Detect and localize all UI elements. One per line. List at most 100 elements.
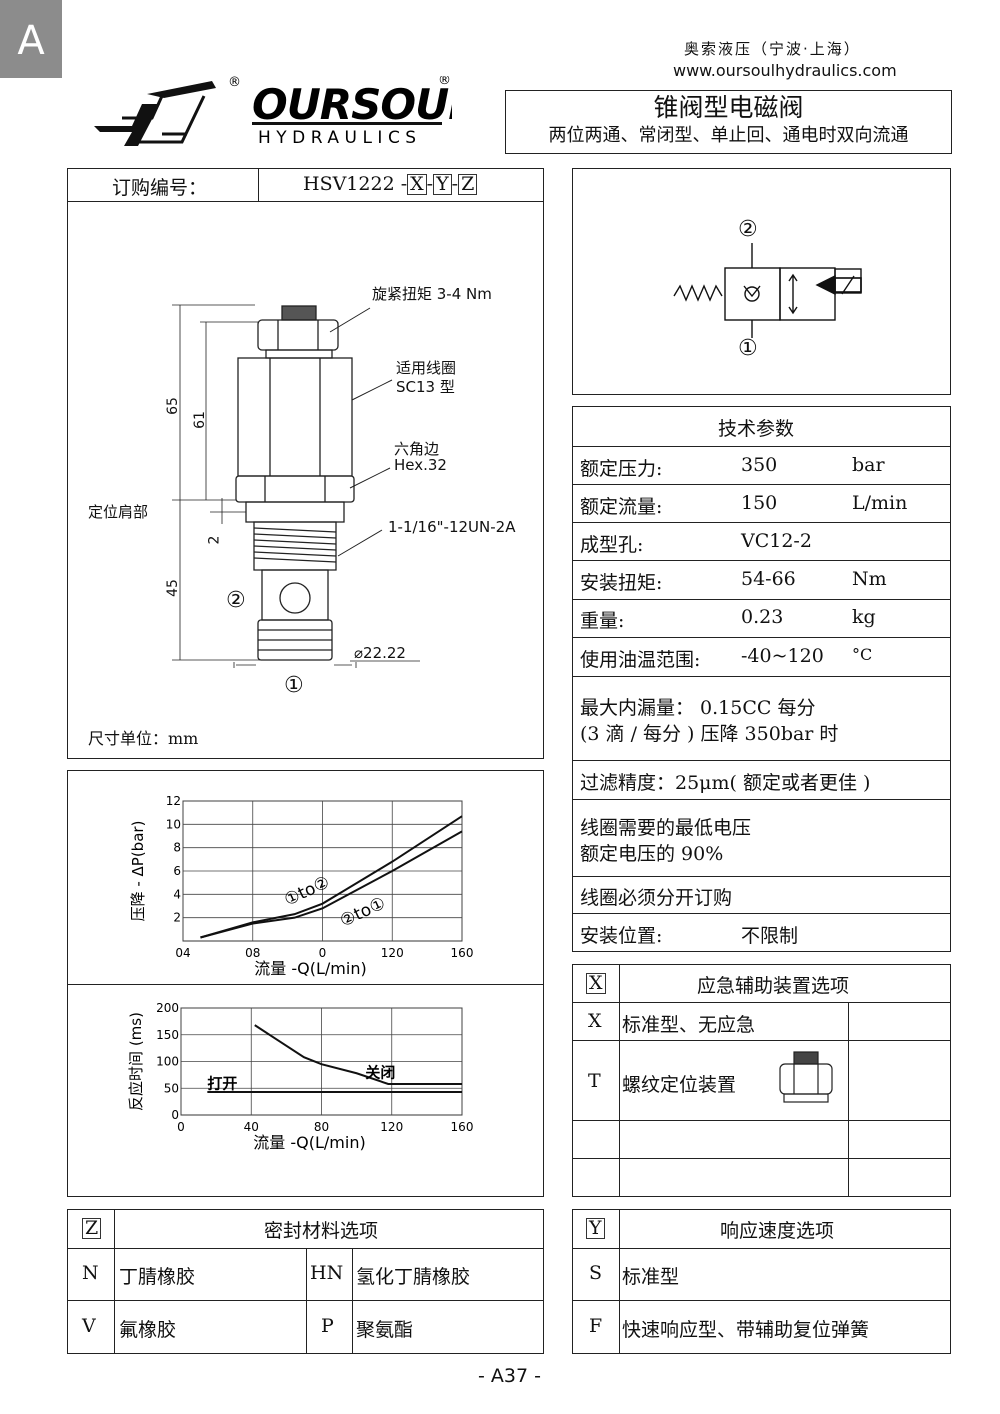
seal-code: V — [82, 1315, 96, 1337]
y-tick-label: 2 — [173, 911, 181, 925]
product-subtitle: 两位两通、常闭型、单止回、通电时双向流通 — [548, 125, 909, 146]
port-1-label: ① — [284, 673, 304, 698]
param-value: 0.23 — [741, 606, 784, 628]
seal-code: HN — [310, 1262, 344, 1284]
option-z-box: Z — [458, 174, 478, 195]
param-label: 安装位置: — [580, 925, 663, 947]
thread-note: 1-1/16"-12UN-2A — [388, 518, 516, 536]
y-tick-label: 10 — [166, 817, 181, 831]
seal-options-title: 密封材料选项 — [264, 1220, 379, 1242]
y-axis-label: 压降 - ΔP(bar) — [129, 821, 147, 922]
company-website[interactable]: www.oursoulhydraulics.com — [673, 61, 897, 80]
response-desc: 标准型 — [622, 1266, 680, 1288]
company-name: 奥索液压（宁波·上海） — [684, 40, 861, 58]
hex-note-2: Hex.32 — [394, 456, 447, 474]
torque-note: 旋紧扭矩 3-4 Nm — [372, 285, 492, 303]
product-title: 锥阀型电磁阀 — [653, 93, 804, 122]
order-code-label: 订购编号： — [112, 177, 208, 199]
y-tick-label: 150 — [156, 1028, 179, 1042]
response-code: S — [589, 1262, 603, 1284]
valve-drawing — [172, 304, 420, 668]
tech-params-title: 技术参数 — [718, 418, 795, 440]
param-label: 成型孔: — [580, 534, 644, 556]
emergency-desc: 标准型、无应急 — [622, 1014, 756, 1036]
response-desc: 快速响应型、带辅助复位弹簧 — [622, 1319, 870, 1341]
dim-2: 2 — [206, 535, 223, 545]
series-label: ①to② — [281, 872, 333, 910]
option-y-code: Y — [586, 1218, 605, 1239]
param-value: 54-66 — [741, 568, 796, 590]
x-tick-label: 120 — [380, 1120, 403, 1134]
diameter-dim: ⌀22.22 — [354, 644, 406, 662]
x-tick-label: 0 — [177, 1120, 185, 1134]
y-tick-label: 4 — [173, 887, 181, 901]
series-line-0 — [200, 815, 463, 939]
coil-voltage-text: 线圈需要的最低电压 — [580, 817, 752, 839]
seal-desc: 丁腈橡胶 — [119, 1266, 196, 1288]
dim-45: 45 — [164, 579, 181, 597]
coil-note-1: 适用线圈 — [396, 359, 457, 377]
x-tick-label: 80 — [314, 1120, 329, 1134]
y-axis-label: 反应时间 (ms) — [127, 1012, 145, 1111]
leakage-text: 最大内漏量： 0.15CC 每分 — [580, 697, 816, 719]
page-number: - A37 - — [478, 1365, 541, 1387]
param-value: 不限制 — [741, 925, 799, 947]
x-tick-label: 40 — [244, 1120, 259, 1134]
param-label: 额定流量: — [580, 496, 663, 518]
series-label: ②to① — [337, 893, 389, 931]
x-axis-label: 流量 -Q(L/min) — [254, 959, 366, 978]
option-x-box: X — [407, 174, 427, 195]
svg-text:OURSOUL: OURSOUL — [252, 80, 452, 129]
leakage-text: (3 滴 / 每分 ) 压降 350bar 时 — [580, 723, 839, 745]
y-tick-label: 100 — [156, 1055, 179, 1069]
series-line-1 — [254, 1024, 462, 1085]
company-logo: ® OURSOUL HYDRAULICS ® — [94, 76, 452, 148]
emergency-code: X — [588, 1010, 602, 1032]
option-z-code: Z — [82, 1218, 102, 1239]
seal-code: P — [321, 1315, 334, 1337]
y-tick-label: 8 — [173, 841, 181, 855]
coil-order-text: 线圈必须分开订购 — [580, 887, 733, 909]
svg-text:HYDRAULICS: HYDRAULICS — [258, 128, 422, 148]
svg-text:®: ® — [228, 76, 241, 90]
charts-panel — [67, 770, 544, 1197]
y-tick-label: 50 — [164, 1081, 179, 1095]
series-label: 关闭 — [365, 1064, 395, 1082]
param-value: 350 — [741, 454, 778, 476]
option-x-code: X — [586, 973, 606, 994]
coil-voltage-text: 额定电压的 90% — [580, 843, 724, 865]
seal-desc: 氟橡胶 — [119, 1319, 177, 1341]
port-2-label: ② — [226, 588, 246, 613]
param-value: 150 — [741, 492, 778, 514]
emergency-desc: 螺纹定位装置 — [622, 1074, 737, 1096]
seal-code: N — [82, 1262, 99, 1284]
x-tick-label: 160 — [451, 946, 474, 960]
hydraulic-symbol — [673, 243, 862, 338]
param-unit: °C — [852, 645, 873, 664]
param-value: VC12-2 — [741, 530, 812, 552]
filter-text: 过滤精度：25μm( 额定或者更佳 ) — [580, 772, 871, 794]
y-tick-label: 0 — [171, 1108, 179, 1122]
section-tab: A — [0, 0, 62, 78]
seal-desc: 氢化丁腈橡胶 — [356, 1266, 471, 1288]
svg-text:®: ® — [438, 76, 451, 88]
y-tick-label: 12 — [166, 794, 181, 808]
order-code: HSV1222 -X-Y-Z — [303, 173, 478, 195]
x-tick-label: 120 — [381, 946, 404, 960]
y-tick-label: 6 — [173, 864, 181, 878]
dimension-drawing-panel — [67, 168, 544, 759]
unit-note: 尺寸单位：mm — [88, 729, 199, 748]
x-tick-label: 08 — [245, 946, 260, 960]
x-tick-label: 0 — [319, 946, 327, 960]
seal-desc: 聚氨酯 — [356, 1319, 414, 1341]
product-title-box: 锥阀型电磁阀 两位两通、常闭型、单止回、通电时双向流通 — [505, 90, 952, 154]
y-tick-label: 200 — [156, 1001, 179, 1015]
emergency-code: T — [588, 1070, 601, 1092]
param-unit: kg — [852, 606, 876, 628]
param-value: -40~120 — [741, 645, 824, 667]
hex-note-1: 六角边 — [394, 440, 440, 458]
symbol-port-1: ① — [738, 336, 758, 361]
